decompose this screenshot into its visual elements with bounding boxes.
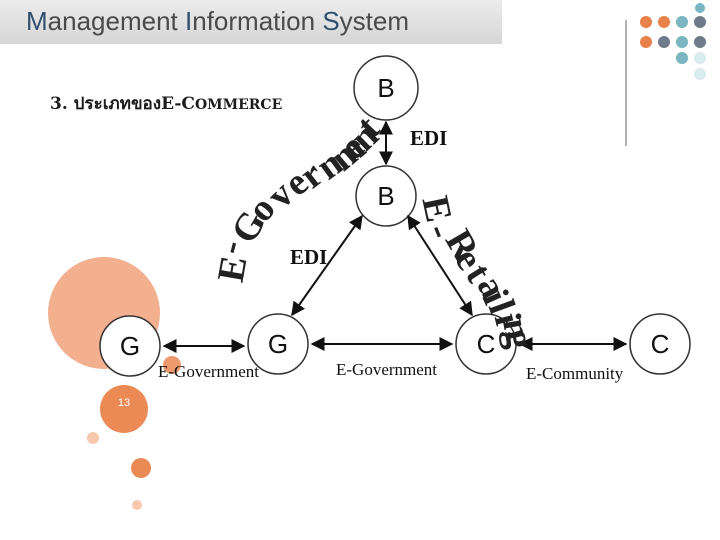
page-number: 13: [104, 397, 144, 409]
node-label-b-mid: B: [366, 183, 406, 209]
edge-label-edi-top: EDI: [410, 126, 447, 151]
node-label-g-left: G: [110, 333, 150, 359]
node-label-c-right: C: [640, 331, 680, 357]
caption-e-community: E-Community: [526, 364, 623, 384]
e-retailing-letter: g: [500, 328, 540, 351]
caption-e-government-2: E-Government: [336, 360, 437, 380]
node-label-g-mid: G: [258, 331, 298, 357]
node-label-b-top: B: [366, 75, 406, 101]
caption-e-government-1: E-Government: [158, 362, 259, 382]
edge-label-edi-left: EDI: [290, 245, 327, 270]
